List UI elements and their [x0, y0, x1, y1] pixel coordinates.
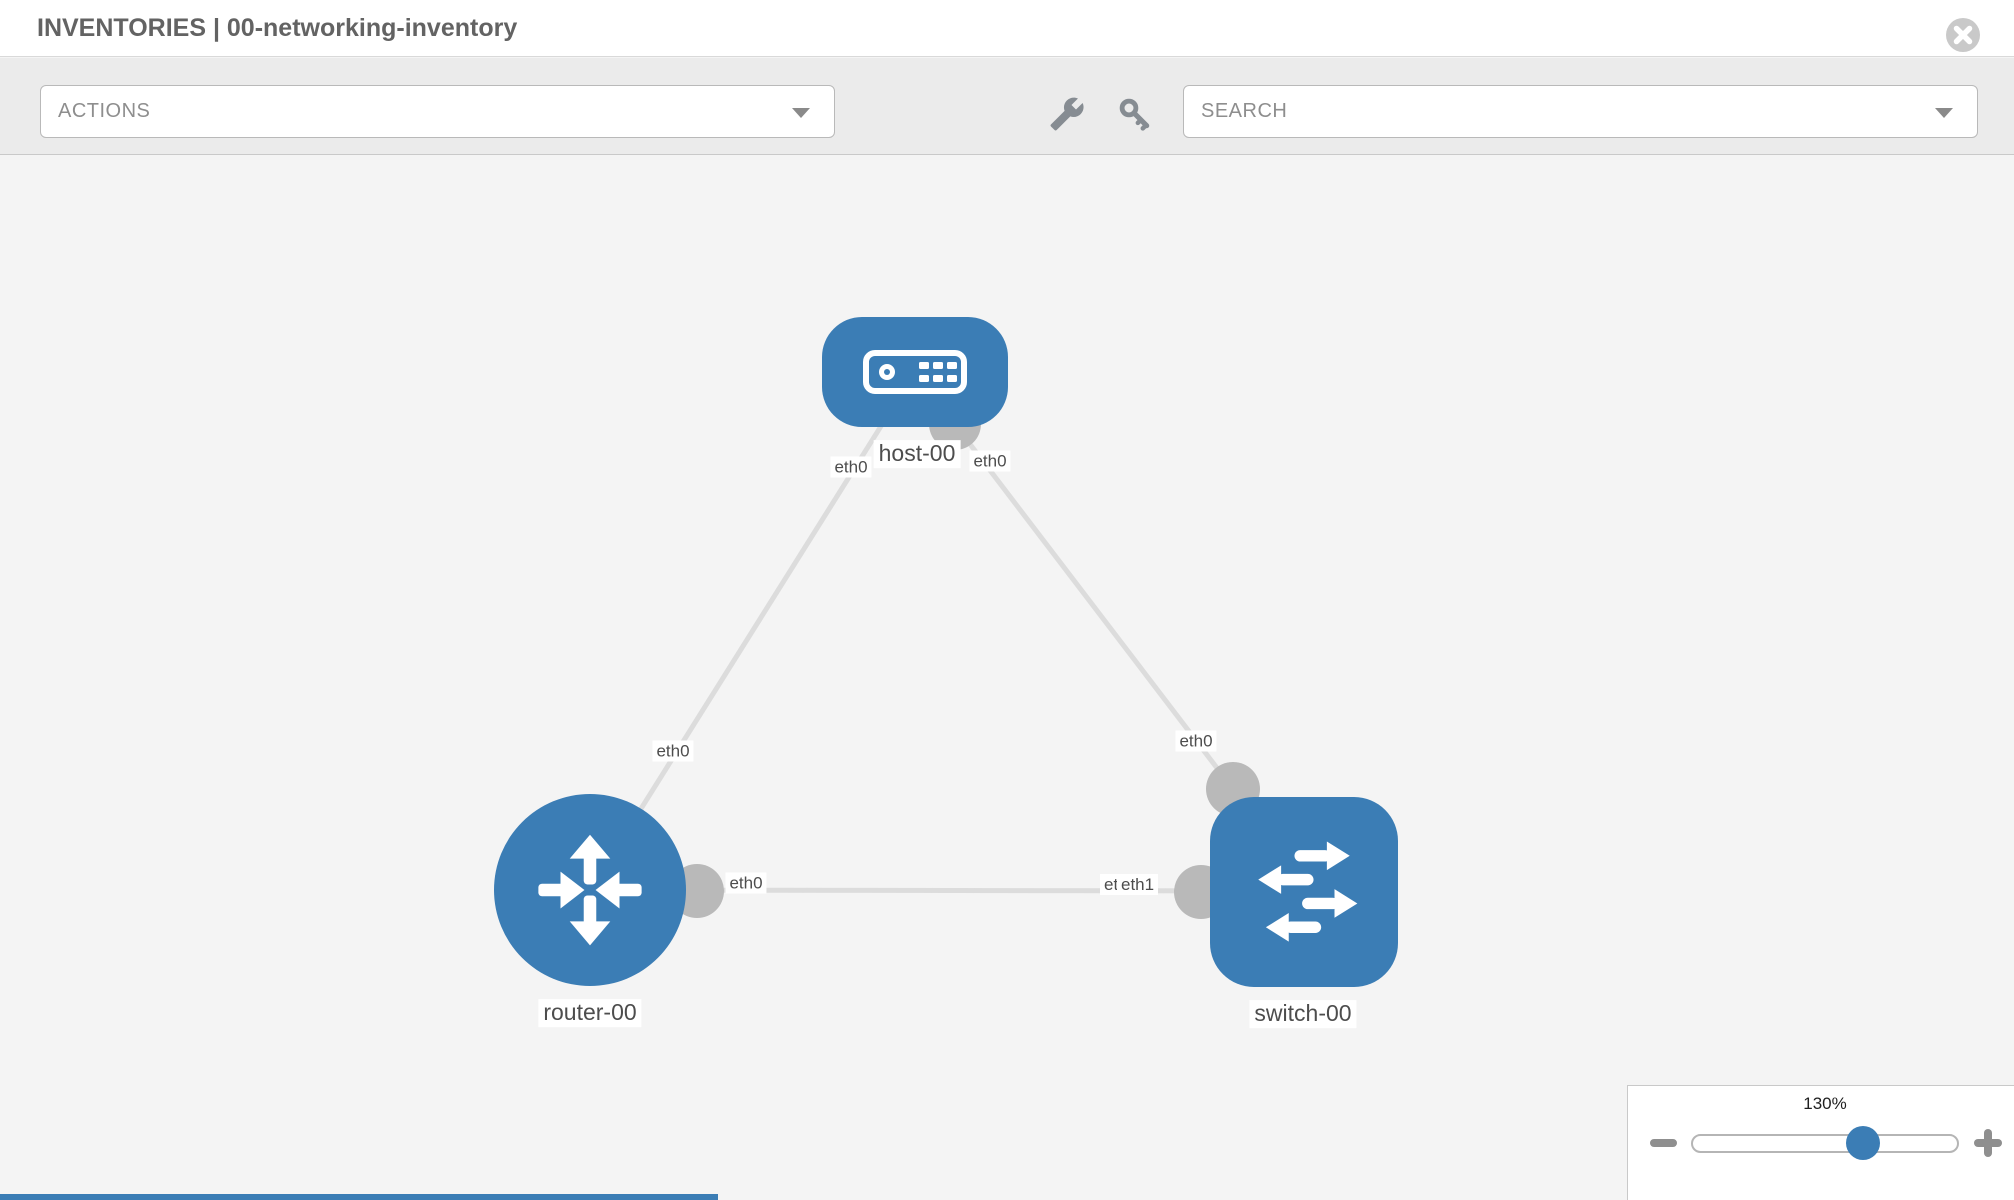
node-router-00[interactable] [494, 794, 686, 986]
zoom-control-panel: 130% [1627, 1085, 2014, 1200]
interface-label-switch-eth0: eth0 [1175, 730, 1217, 752]
switch-arrows-icon [1258, 841, 1358, 942]
zoom-slider-thumb[interactable] [1846, 1126, 1880, 1160]
node-label-host-00: host-00 [873, 440, 961, 468]
configure-tool-button[interactable] [1049, 96, 1085, 132]
search-dropdown-label: SEARCH [1201, 100, 1288, 122]
plus-icon [1984, 1129, 1992, 1157]
interface-label-router-eth0-uplink: eth0 [652, 740, 694, 762]
wrench-icon [1050, 97, 1084, 131]
actions-dropdown-label: ACTIONS [58, 100, 151, 122]
bottom-panel-edge [0, 1194, 718, 1200]
zoom-out-button[interactable] [1650, 1139, 1677, 1147]
zoom-slider-track[interactable] [1691, 1134, 1959, 1153]
zoom-in-button[interactable] [1974, 1129, 2002, 1157]
node-label-router-00: router-00 [538, 999, 642, 1027]
links-layer [587, 370, 1305, 919]
chevron-down-icon [1935, 108, 1953, 118]
node-switch-00[interactable] [1210, 797, 1398, 987]
server-icon [863, 350, 967, 394]
router-arrows-icon [538, 834, 642, 946]
zoom-level-value: 130% [1803, 1094, 1847, 1113]
interface-label-host-eth0-left: eth0 [830, 456, 872, 478]
key-icon [1119, 98, 1150, 131]
interface-label-host-eth0-right: eth0 [969, 450, 1011, 472]
close-button[interactable] [1945, 17, 1981, 53]
interface-label-switch-eth1: eth1 [1117, 874, 1159, 896]
credentials-tool-button[interactable] [1117, 96, 1153, 132]
interface-label-router-eth0: eth0 [725, 872, 767, 894]
node-label-switch-00: switch-00 [1249, 1000, 1357, 1028]
circle-x-icon [1946, 18, 1980, 52]
chevron-down-icon [792, 108, 810, 118]
node-host-00[interactable] [822, 317, 1008, 427]
topology-canvas[interactable]: host-00 router-00 switch-00 eth0 eth0 et… [0, 156, 2014, 1200]
header: INVENTORIES | 00-networking-inventory [0, 0, 2014, 57]
actions-dropdown[interactable]: ACTIONS [40, 85, 835, 138]
toolbar: ACTIONS SEARCH [0, 58, 2014, 155]
search-dropdown[interactable]: SEARCH [1183, 85, 1978, 138]
page-title: INVENTORIES | 00-networking-inventory [37, 14, 518, 42]
